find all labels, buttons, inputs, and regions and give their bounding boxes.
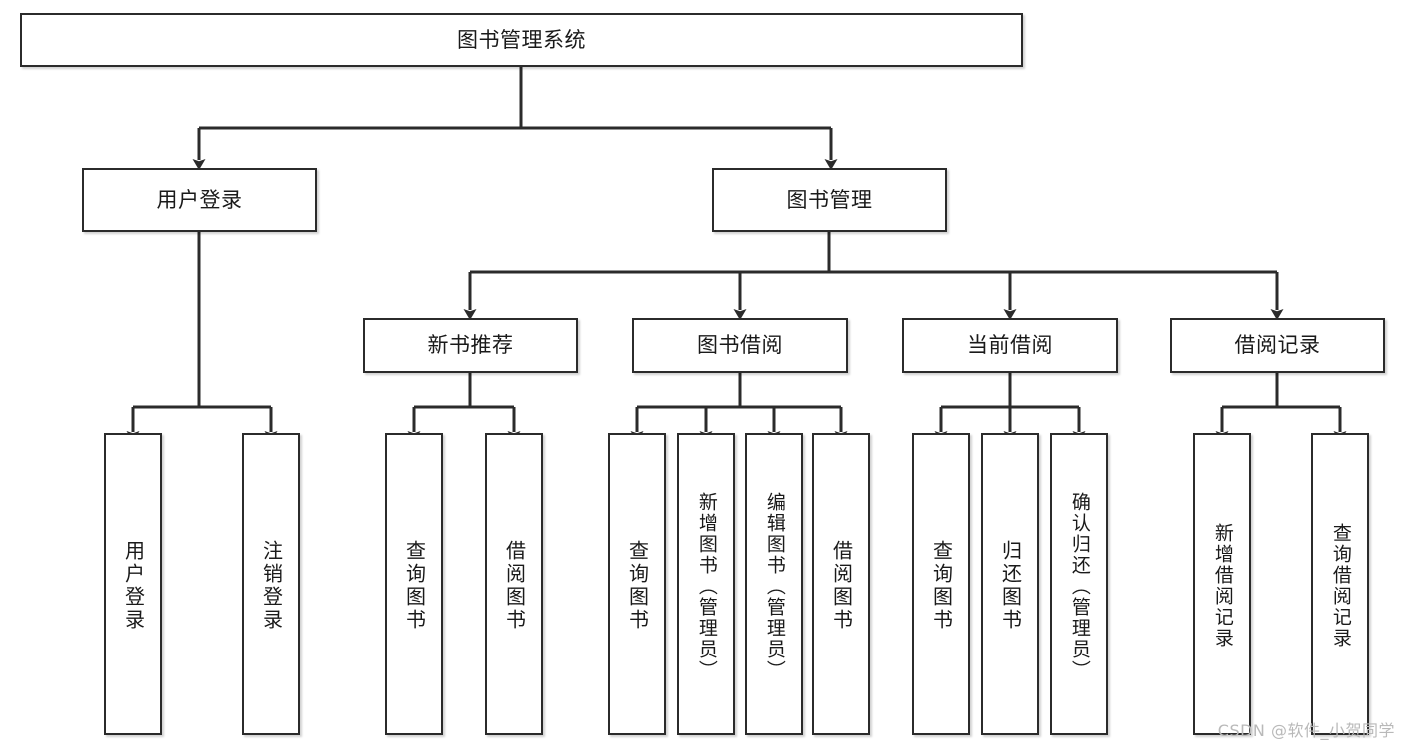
leaf-query-book-3-label: 查询图书 bbox=[929, 540, 954, 632]
leaf-logout[interactable]: 注销登录 bbox=[242, 433, 300, 735]
node-user-login[interactable]: 用户登录 bbox=[82, 168, 317, 232]
node-new-book-recommend[interactable]: 新书推荐 bbox=[363, 318, 578, 373]
node-book-manage-label: 图书管理 bbox=[786, 187, 873, 212]
node-book-borrow[interactable]: 图书借阅 bbox=[632, 318, 848, 373]
node-borrow-record-label: 借阅记录 bbox=[1234, 333, 1321, 358]
node-root[interactable]: 图书管理系统 bbox=[20, 13, 1023, 67]
leaf-user-login[interactable]: 用户登录 bbox=[104, 433, 162, 735]
leaf-query-record[interactable]: 查询借阅记录 bbox=[1311, 433, 1369, 735]
node-root-label: 图书管理系统 bbox=[457, 27, 586, 52]
node-book-manage[interactable]: 图书管理 bbox=[712, 168, 947, 232]
leaf-query-book-2-label: 查询图书 bbox=[625, 540, 650, 632]
watermark: CSDN @软件_小贺同学 bbox=[1217, 721, 1395, 740]
leaf-return-book[interactable]: 归还图书 bbox=[981, 433, 1039, 735]
leaf-query-record-label: 查询借阅记录 bbox=[1329, 523, 1352, 649]
node-borrow-record[interactable]: 借阅记录 bbox=[1170, 318, 1385, 373]
leaf-query-book-3[interactable]: 查询图书 bbox=[912, 433, 970, 735]
node-book-borrow-label: 图书借阅 bbox=[697, 333, 783, 358]
leaf-query-book-1[interactable]: 查询图书 bbox=[385, 433, 443, 735]
leaf-edit-book[interactable]: 编辑图书（管理员） bbox=[745, 433, 803, 735]
leaf-add-book[interactable]: 新增图书（管理员） bbox=[677, 433, 735, 735]
node-current-borrow[interactable]: 当前借阅 bbox=[902, 318, 1118, 373]
leaf-borrow-book-1-label: 借阅图书 bbox=[502, 540, 527, 632]
node-user-login-label: 用户登录 bbox=[156, 187, 243, 212]
leaf-return-book-label: 归还图书 bbox=[998, 540, 1023, 632]
leaf-confirm-return[interactable]: 确认归还（管理员） bbox=[1050, 433, 1108, 735]
node-new-book-recommend-label: 新书推荐 bbox=[427, 333, 514, 358]
leaf-borrow-book-2[interactable]: 借阅图书 bbox=[812, 433, 870, 735]
leaf-borrow-book-1[interactable]: 借阅图书 bbox=[485, 433, 543, 735]
leaf-borrow-book-2-label: 借阅图书 bbox=[829, 540, 854, 632]
leaf-confirm-return-label: 确认归还（管理员） bbox=[1068, 491, 1091, 681]
leaf-add-record-label: 新增借阅记录 bbox=[1211, 523, 1234, 649]
leaf-edit-book-label: 编辑图书（管理员） bbox=[763, 491, 786, 681]
leaf-user-login-label: 用户登录 bbox=[121, 540, 146, 632]
leaf-query-book-1-label: 查询图书 bbox=[402, 540, 427, 632]
leaf-add-book-label: 新增图书（管理员） bbox=[695, 491, 718, 681]
leaf-logout-label: 注销登录 bbox=[259, 540, 284, 632]
leaf-add-record[interactable]: 新增借阅记录 bbox=[1193, 433, 1251, 735]
leaf-query-book-2[interactable]: 查询图书 bbox=[608, 433, 666, 735]
node-current-borrow-label: 当前借阅 bbox=[967, 333, 1053, 358]
